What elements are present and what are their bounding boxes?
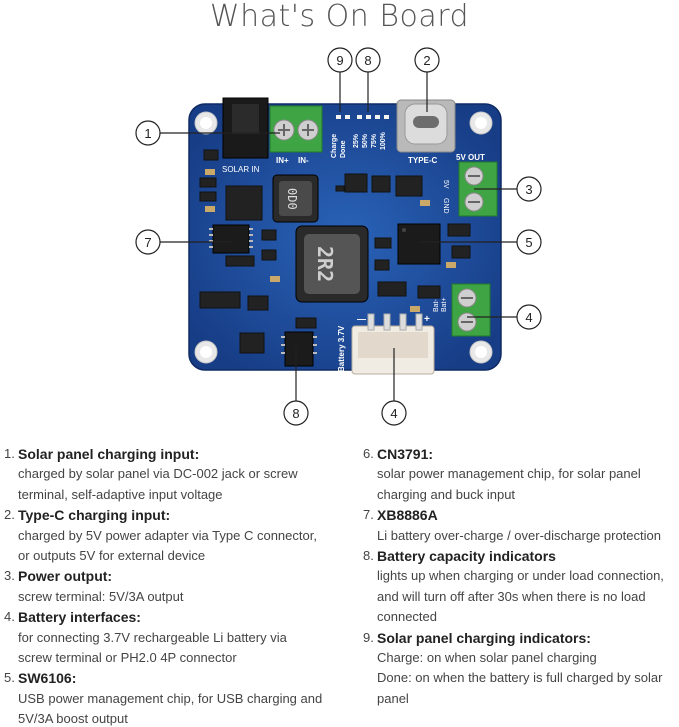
- type-c-label: TYPE-C: [408, 156, 438, 165]
- battery-screw-terminal: [451, 283, 491, 337]
- in-plus-label: IN+: [276, 156, 289, 165]
- legend-number: 8.: [363, 548, 374, 564]
- legend-item: 2. Type-C charging input: charged by 5V …: [4, 505, 334, 566]
- legend-item: 8. Battery capacity indicators lights up…: [363, 546, 675, 628]
- ph20-connector: [351, 313, 435, 375]
- legend-desc-line: and will turn off after 30s when there i…: [377, 588, 646, 604]
- legend-desc-line: connected: [377, 609, 437, 625]
- bat-plus-label: Bat+: [441, 297, 448, 312]
- callout-8: 8: [364, 53, 371, 68]
- legend-desc-line: 5V/3A boost output: [18, 711, 128, 727]
- legend-item: 3. Power output: screw terminal: 5V/3A o…: [4, 566, 334, 607]
- legend-desc-line: panel: [377, 690, 409, 706]
- legend-number: 3.: [4, 568, 15, 584]
- legend-title: Power output:: [18, 568, 113, 585]
- legend-desc-line: solar power management chip, for solar p…: [377, 466, 641, 482]
- small-inductor: [272, 174, 319, 223]
- pct-50-label: 50%: [362, 133, 369, 148]
- legend-number: 7.: [363, 507, 374, 523]
- pin-gnd-label: GND: [442, 198, 449, 214]
- legend-number: 4.: [4, 609, 15, 625]
- legend-item: 6. CN3791: solar power management chip, …: [363, 444, 675, 505]
- pin-5v-label: 5V: [442, 180, 449, 189]
- solar-screw-terminal: [269, 105, 323, 153]
- legend-item: 9. Solar panel charging indicators: Char…: [363, 628, 675, 710]
- legend-title: Battery capacity indicators: [377, 548, 556, 565]
- smd-components: [199, 149, 471, 354]
- indicator-leds: [336, 115, 389, 119]
- callout-leaders: [160, 72, 517, 402]
- callout-2: 2: [423, 53, 430, 68]
- callout-4-bottom: 4: [390, 406, 397, 421]
- legend-desc-line: Li battery over-charge / over-discharge …: [377, 527, 661, 543]
- bat-minus-label: Bat-: [433, 298, 440, 312]
- pct-25-label: 25%: [353, 133, 360, 148]
- legend-desc-line: screw terminal or PH2.0 4P connector: [18, 650, 237, 666]
- connector-minus-label: —: [357, 314, 366, 324]
- legend-title: Type-C charging input:: [18, 507, 171, 524]
- legend-desc-line: charging and buck input: [377, 486, 516, 502]
- legend-desc-line: charged by 5V power adapter via Type C c…: [18, 527, 317, 543]
- legend-desc-line: Done: on when the battery is full charge…: [377, 670, 663, 686]
- callout-5: 5: [525, 235, 532, 250]
- callout-3: 3: [525, 182, 532, 197]
- legend-desc-line: Charge: on when solar panel charging: [377, 650, 597, 666]
- solar-in-label: SOLAR IN: [222, 165, 260, 174]
- legend-number: 6.: [363, 446, 374, 461]
- legend-title: Battery interfaces:: [18, 609, 141, 626]
- big-inductor: [295, 225, 369, 303]
- legend-desc-line: screw terminal: 5V/3A output: [18, 588, 184, 604]
- callout-1: 1: [144, 126, 151, 141]
- mounting-holes: [194, 111, 493, 364]
- legend-desc-line: terminal, self-adaptive input voltage: [18, 486, 223, 502]
- pct-100-label: 100%: [380, 131, 387, 150]
- callout-9: 9: [336, 53, 343, 68]
- legend-title: CN3791:: [377, 446, 434, 462]
- legend-desc-line: or outputs 5V for external device: [18, 548, 206, 564]
- done-label: Done: [340, 140, 347, 158]
- small-inductor-label: 0D0: [285, 188, 299, 210]
- legend-item: 1. Solar panel charging input: charged b…: [4, 444, 334, 505]
- in-minus-label: IN-: [298, 156, 309, 165]
- legend-right-column: 6. CN3791: solar power management chip, …: [363, 444, 675, 709]
- legend-desc-line: charged by solar panel via DC-002 jack o…: [18, 466, 298, 482]
- sw6106-chip: [397, 223, 441, 265]
- 5v-out-label: 5V OUT: [456, 153, 485, 162]
- type-c-connector: [396, 99, 456, 153]
- big-inductor-label: 2R2: [313, 246, 337, 282]
- legend-left-column: 1. Solar panel charging input: charged b…: [4, 444, 334, 727]
- board-diagram: SOLAR IN IN+ IN- Charge Done 25% 50% 75%…: [135, 47, 542, 426]
- charge-label: Charge: [331, 134, 338, 158]
- legend-item: 4. Battery interfaces: for connecting 3.…: [4, 607, 334, 668]
- callout-4-right: 4: [525, 310, 532, 325]
- legend-number: 9.: [363, 629, 374, 645]
- xb8886a-chip: [281, 331, 317, 367]
- legend-item: 7. XB8886A Li battery over-charge / over…: [363, 505, 675, 546]
- pct-75-label: 75%: [371, 133, 378, 148]
- legend-number: 5.: [4, 670, 15, 686]
- callout-circles: [135, 47, 542, 426]
- legend-title: XB8886A: [377, 507, 438, 524]
- legend-desc-line: USB power management chip, for USB charg…: [18, 690, 323, 706]
- legend-desc-line: lights up when charging or under load co…: [377, 568, 664, 584]
- legend-desc-line: for connecting 3.7V rechargeable Li batt…: [18, 629, 287, 645]
- cn3791-chip: [209, 224, 253, 254]
- callout-7: 8: [292, 406, 299, 421]
- legend-item: 5. SW6106: USB power management chip, fo…: [4, 668, 334, 727]
- legend-title: SW6106:: [18, 670, 77, 687]
- page-title: What's On Board: [209, 0, 470, 34]
- legend-title: Solar panel charging input:: [18, 446, 200, 462]
- callout-6: 7: [144, 235, 151, 250]
- connector-plus-label: +: [424, 314, 430, 325]
- legend-title: Solar panel charging indicators:: [377, 629, 591, 646]
- battery-label: Battery 3.7V: [337, 325, 346, 372]
- legend-number: 1.: [4, 446, 15, 461]
- legend-number: 2.: [4, 507, 15, 523]
